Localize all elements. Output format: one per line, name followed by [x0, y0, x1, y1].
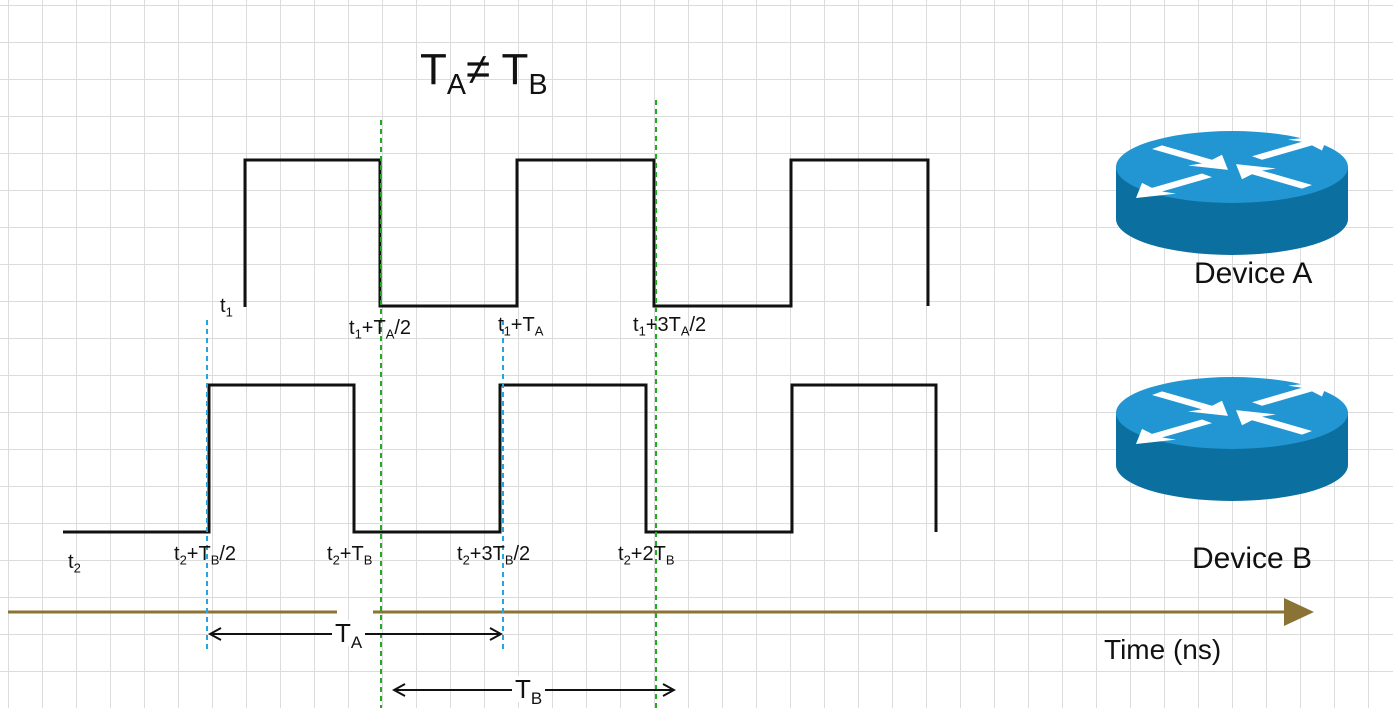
router-icon: [1116, 377, 1348, 501]
label-t1-plus-ta: t1+TA: [498, 314, 544, 339]
device-a-label: Device A: [1194, 257, 1313, 290]
span-tb-label: TB: [512, 676, 546, 707]
time-axis-arrowhead: [1284, 598, 1314, 626]
label-t1: t1: [220, 295, 233, 320]
label-t2-plus-tb-half: t2+TB/2: [174, 543, 237, 568]
label-t2-plus-tb: t2+TB: [327, 543, 373, 568]
label-t2-plus-3tb-half: t2+3TB/2: [457, 543, 531, 568]
device-b-label: Device B: [1192, 542, 1313, 575]
label-t2-plus-2tb: t2+2TB: [618, 543, 675, 568]
device-a-waveform: [243, 158, 930, 308]
label-t1-plus-3ta-half: t1+3TA/2: [633, 314, 707, 339]
label-t1-plus-ta-half: t1+TA/2: [349, 317, 412, 342]
span-ta-label: TA: [332, 620, 366, 651]
label-t2: t2: [68, 551, 81, 576]
title: TA≠ TB: [420, 45, 548, 101]
device-b-waveform: [63, 383, 938, 534]
router-icon: [1116, 131, 1348, 255]
time-axis-label: Time (ns): [1104, 634, 1222, 665]
